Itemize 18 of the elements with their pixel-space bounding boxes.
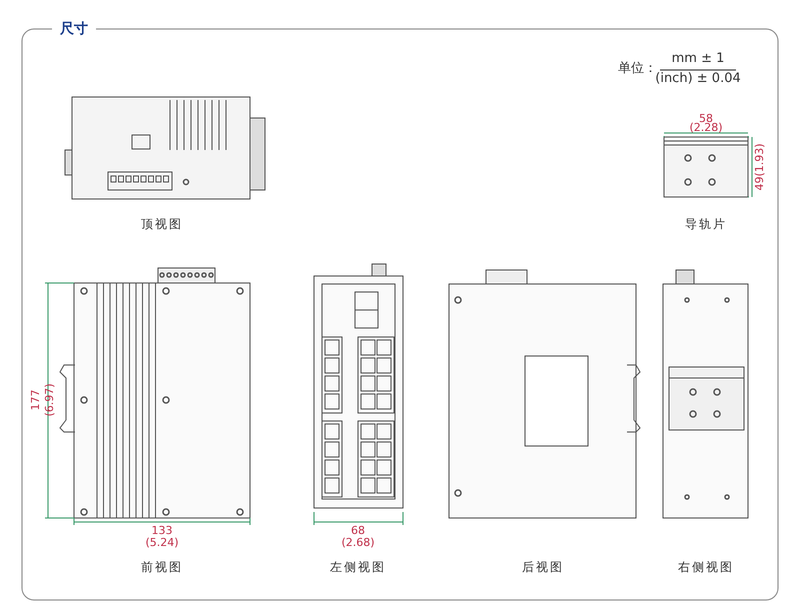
dimension-value: 68 (351, 525, 365, 538)
view-caption: 前视图 (141, 561, 183, 574)
view-caption: 后视图 (522, 561, 564, 574)
section-title: 尺寸 (52, 20, 96, 38)
dimension-value: 133 (152, 525, 172, 538)
view-caption: 右侧视图 (678, 561, 734, 574)
unit-value: mm ± 1 (672, 52, 724, 66)
dimension-value: 177 (30, 390, 42, 410)
view-caption: 左侧视图 (330, 561, 386, 574)
view-caption: 顶视图 (141, 218, 183, 232)
dimension-value: (6.97) (44, 383, 56, 417)
unit-value: (inch) ± 0.04 (655, 72, 741, 86)
view-caption: 导轨片 (685, 218, 727, 232)
dimension-value: (2.68) (341, 537, 375, 550)
dimension-value: (2.28) (689, 122, 723, 134)
dimension-value: (5.24) (145, 537, 179, 550)
unit-label: 单位： (618, 62, 657, 76)
dimension-value: 49(1.93) (754, 143, 766, 191)
